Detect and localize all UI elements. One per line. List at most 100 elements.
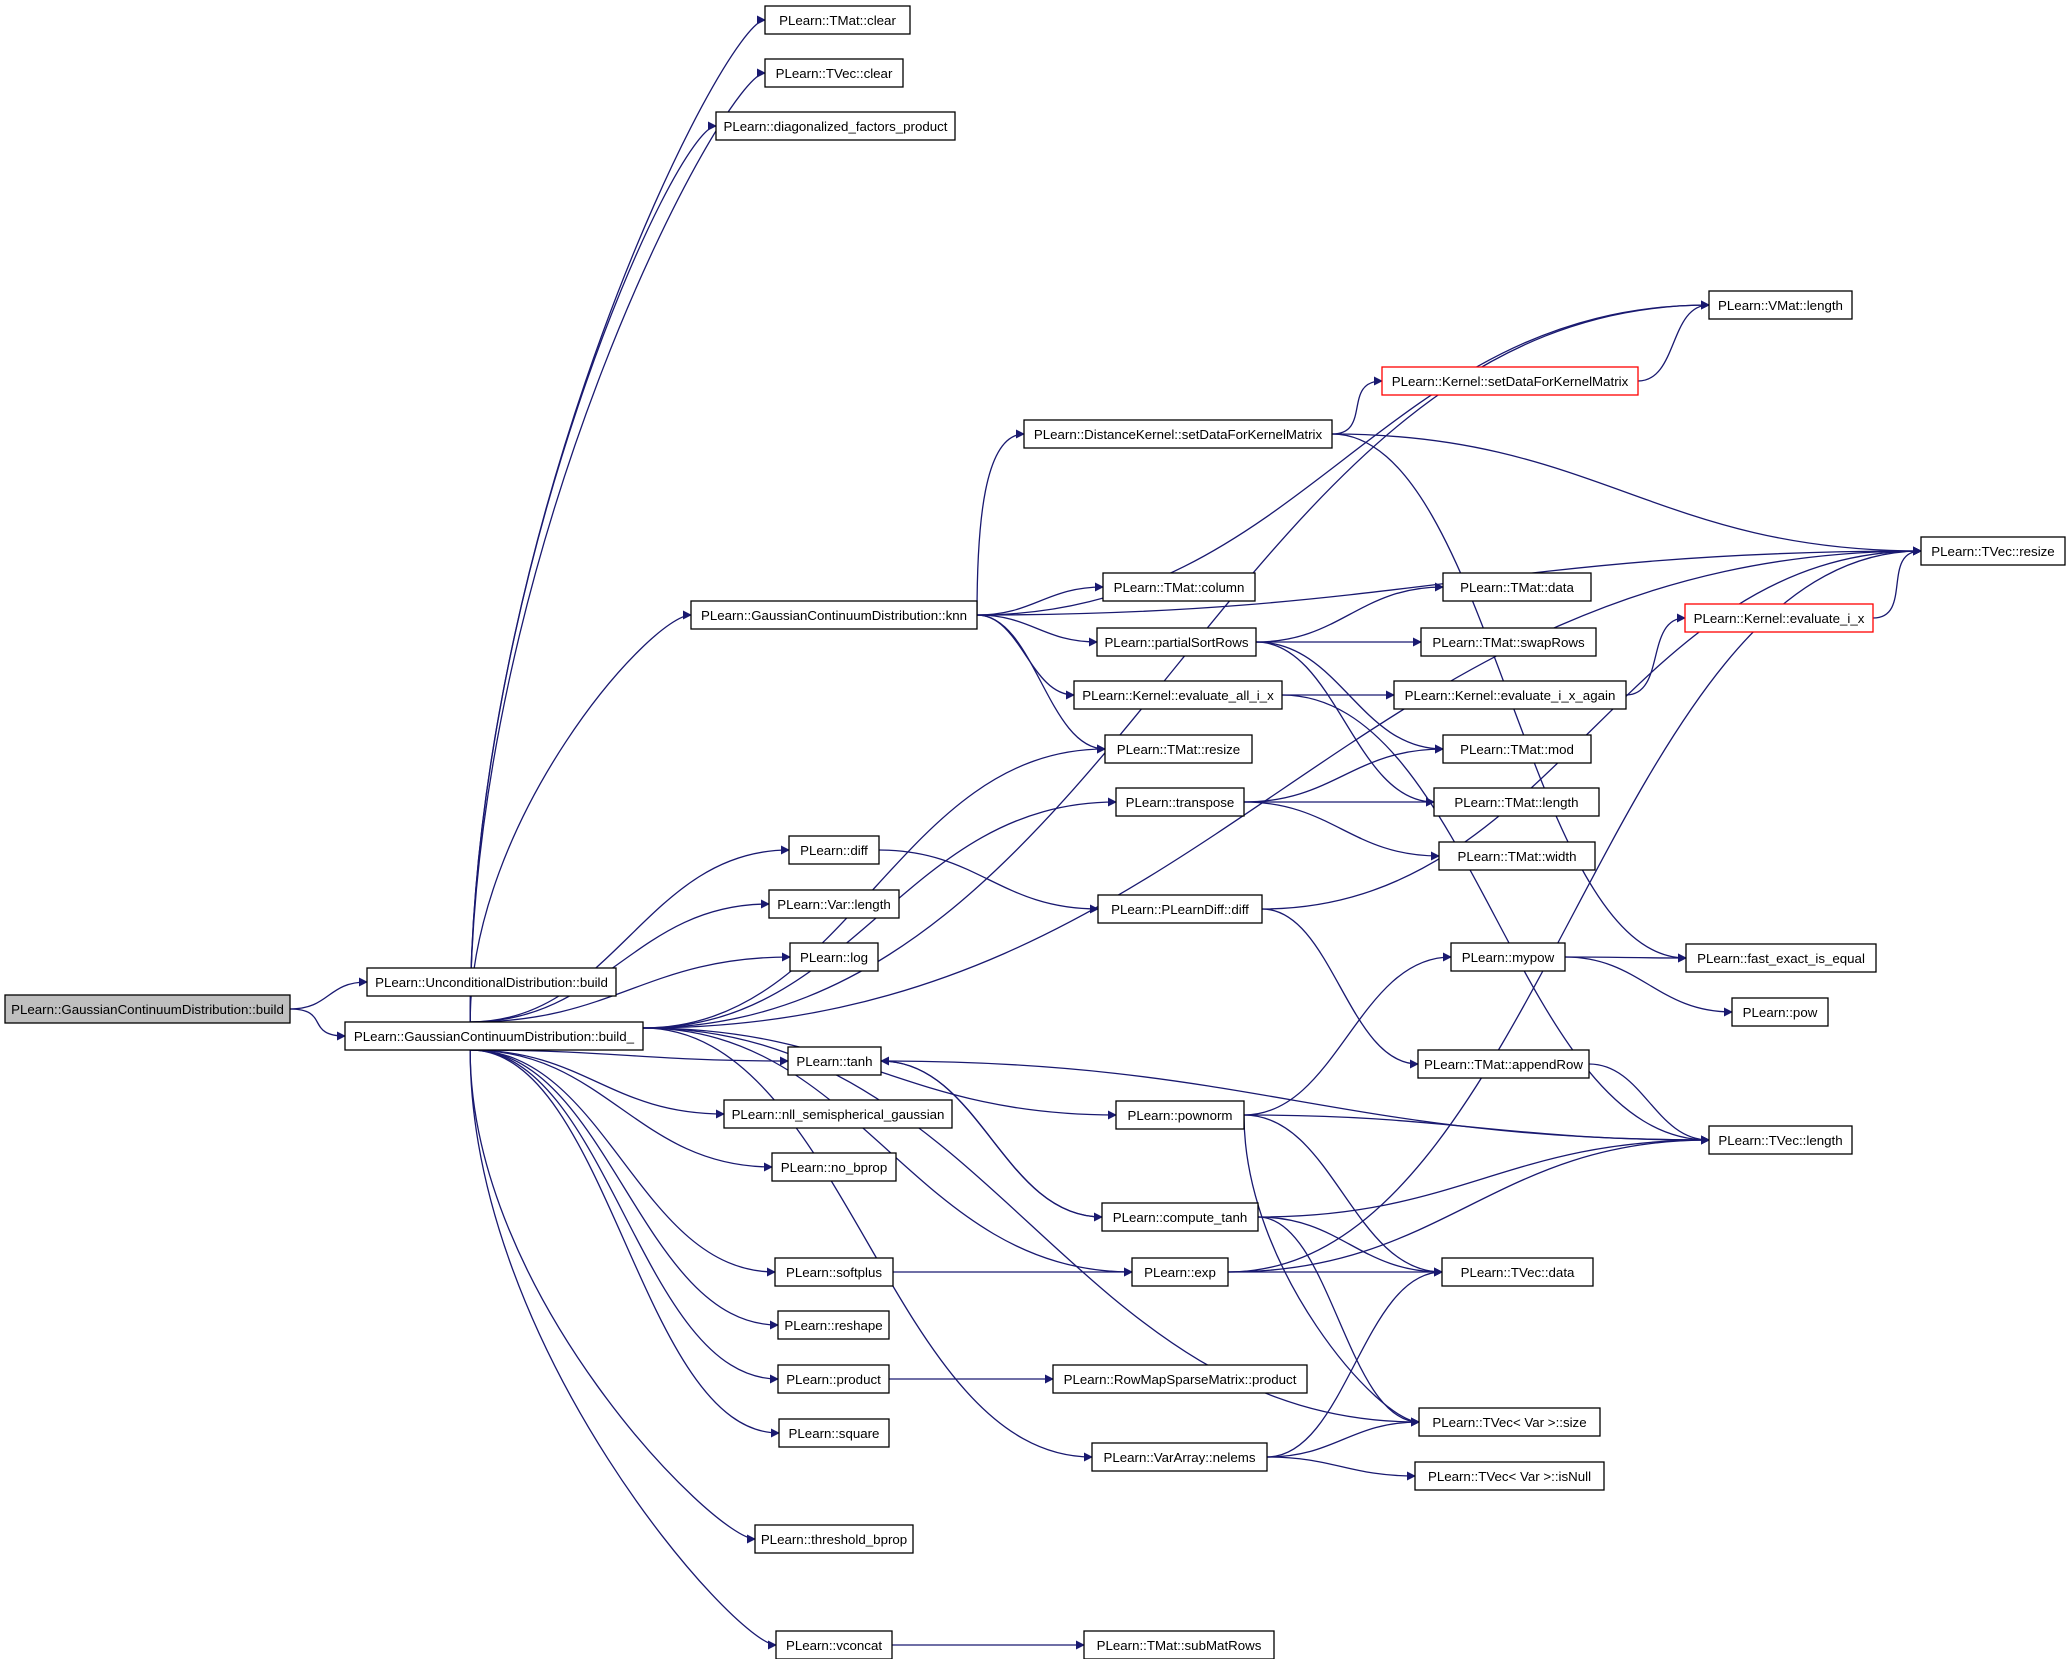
node-eval-all[interactable]: PLearn::Kernel::evaluate_all_i_x [1073,680,1283,710]
node-softplus[interactable]: PLearn::softplus [774,1257,894,1287]
node-varsize[interactable]: PLearn::TVec< Var >::size [1418,1407,1601,1437]
edge-path [1266,1267,1443,1458]
node-box [775,1630,893,1659]
node-swaprows[interactable]: PLearn::TMat::swapRows [1420,627,1597,657]
edge-nelems-to-isnull [1266,1456,1416,1481]
node-diag[interactable]: PLearn::diagonalized_factors_product [715,111,956,141]
node-box [1393,680,1627,710]
node-isnull[interactable]: PLearn::TVec< Var >::isNull [1414,1461,1605,1491]
node-label: PLearn::TMat::data [1460,580,1574,595]
edge-path [469,121,717,1023]
node-label: PLearn::RowMapSparseMatrix::product [1064,1372,1297,1387]
edge-gcd-build-to-varsize [642,1027,1420,1427]
node-tvec-data[interactable]: PLearn::TVec::data [1441,1257,1594,1287]
node-log[interactable]: PLearn::log [789,942,879,972]
edge-path [976,614,1098,647]
node-tvec-resize[interactable]: PLearn::TVec::resize [1920,536,2066,566]
node-rowmap[interactable]: PLearn::RowMapSparseMatrix::product [1052,1364,1308,1394]
edge-kernel-eval-i-x-to-tvec-resize [1872,546,1922,619]
edge-dk-setdata-to-kernel-setdata [1331,376,1383,435]
node-box [1131,1257,1229,1287]
edge-path [1564,953,1687,963]
node-vmat-length[interactable]: PLearn::VMat::length [1708,290,1853,320]
edge-path [1564,956,1733,1017]
node-nll[interactable]: PLearn::nll_semispherical_gaussian [723,1099,953,1129]
node-exp[interactable]: PLearn::exp [1131,1257,1229,1287]
edge-knn-to-tmat-column [976,582,1104,616]
node-tmat-length[interactable]: PLearn::TMat::length [1433,787,1600,817]
node-transpose[interactable]: PLearn::transpose [1115,787,1245,817]
edge-path [878,849,1099,914]
node-root[interactable]: PLearn::GaussianContinuumDistribution::b… [4,994,291,1024]
edge-transpose-to-tmat-width [1243,801,1440,861]
node-tmat-column[interactable]: PLearn::TMat::column [1102,572,1256,602]
node-box [1731,997,1829,1027]
node-gcd-build[interactable]: PLearn::GaussianContinuumDistribution::b… [344,1021,644,1051]
node-square[interactable]: PLearn::square [778,1418,890,1448]
node-fast-eq[interactable]: PLearn::fast_exact_is_equal [1685,943,1877,973]
edge-path [470,1049,780,1438]
node-box [789,942,879,972]
edge-path [1255,582,1444,643]
node-label: PLearn::transpose [1126,795,1235,810]
node-pldiff[interactable]: PLearn::PLearnDiff::diff [1097,894,1263,924]
edge-path [976,300,1710,616]
node-submat[interactable]: PLearn::TMat::subMatRows [1083,1630,1275,1659]
node-append[interactable]: PLearn::TMat::appendRow [1417,1049,1590,1079]
edge-mypow-to-fast-eq [1564,953,1687,963]
node-label: PLearn::UnconditionalDistribution::build [375,975,608,990]
node-label: PLearn::TMat::mod [1460,742,1574,757]
node-pownorm[interactable]: PLearn::pownorm [1115,1100,1245,1130]
node-reshape[interactable]: PLearn::reshape [777,1310,890,1340]
node-label: PLearn::threshold_bprop [761,1532,907,1547]
node-label: PLearn::pownorm [1128,1108,1233,1123]
node-label: PLearn::GaussianContinuumDistribution::k… [701,608,967,623]
node-nelems[interactable]: PLearn::VarArray::nelems [1091,1442,1268,1472]
node-eval-again[interactable]: PLearn::Kernel::evaluate_i_x_again [1393,680,1627,710]
edge-eval-all-to-tvec-length [1281,694,1710,1145]
edge-path [470,1049,779,1330]
node-tmat-resize[interactable]: PLearn::TMat::resize [1104,734,1253,764]
node-tmat-clear[interactable]: PLearn::TMat::clear [764,5,911,35]
node-threshold[interactable]: PLearn::threshold_bprop [754,1524,914,1554]
node-tvec-length[interactable]: PLearn::TVec::length [1708,1125,1853,1155]
node-label: PLearn::TMat::width [1458,849,1577,864]
edge-path [642,1027,1093,1462]
call-edges [289,15,1922,1650]
node-tmat-data[interactable]: PLearn::TMat::data [1442,572,1592,602]
node-label: PLearn::DistanceKernel::setDataForKernel… [1034,427,1323,442]
edge-path [289,977,368,1010]
node-vconcat[interactable]: PLearn::vconcat [775,1630,893,1659]
node-label: PLearn::exp [1144,1265,1216,1280]
edge-partialsort-to-tmat-length [1255,641,1435,807]
node-knn[interactable]: PLearn::GaussianContinuumDistribution::k… [690,600,978,630]
node-box [774,1257,894,1287]
node-box [1920,536,2066,566]
node-no-bprop[interactable]: PLearn::no_bprop [771,1152,897,1182]
node-tanh[interactable]: PLearn::tanh [787,1046,882,1076]
node-kernel-eval-i-x[interactable]: PLearn::Kernel::evaluate_i_x [1684,603,1874,633]
edge-gcd-build-to-square [470,1049,780,1438]
node-product[interactable]: PLearn::product [777,1364,890,1394]
node-box [1684,603,1874,633]
node-box [1442,734,1592,764]
edge-gcd-build-to-tvec-clear [469,68,766,1023]
node-dk-setdata[interactable]: PLearn::DistanceKernel::setDataForKernel… [1023,419,1333,449]
node-tmat-mod[interactable]: PLearn::TMat::mod [1442,734,1592,764]
node-box [1438,841,1596,871]
node-ucd-build[interactable]: PLearn::UnconditionalDistribution::build [366,967,617,997]
node-partialsort[interactable]: PLearn::partialSortRows [1096,627,1257,657]
node-label: PLearn::square [789,1426,880,1441]
node-tmat-width[interactable]: PLearn::TMat::width [1438,841,1596,871]
node-pow[interactable]: PLearn::pow [1731,997,1829,1027]
node-compute-tanh[interactable]: PLearn::compute_tanh [1101,1202,1259,1232]
node-diff[interactable]: PLearn::diff [788,835,880,865]
node-box [1083,1630,1275,1659]
node-mypow[interactable]: PLearn::mypow [1450,942,1566,972]
node-label: PLearn::TVec::clear [776,66,893,81]
node-tvec-clear[interactable]: PLearn::TVec::clear [764,58,904,88]
node-box [787,1046,882,1076]
node-var-length[interactable]: PLearn::Var::length [768,889,900,919]
node-kernel-setdata[interactable]: PLearn::Kernel::setDataForKernelMatrix [1381,366,1639,396]
edge-gcd-build-to-tvec-resize [642,546,1922,1029]
